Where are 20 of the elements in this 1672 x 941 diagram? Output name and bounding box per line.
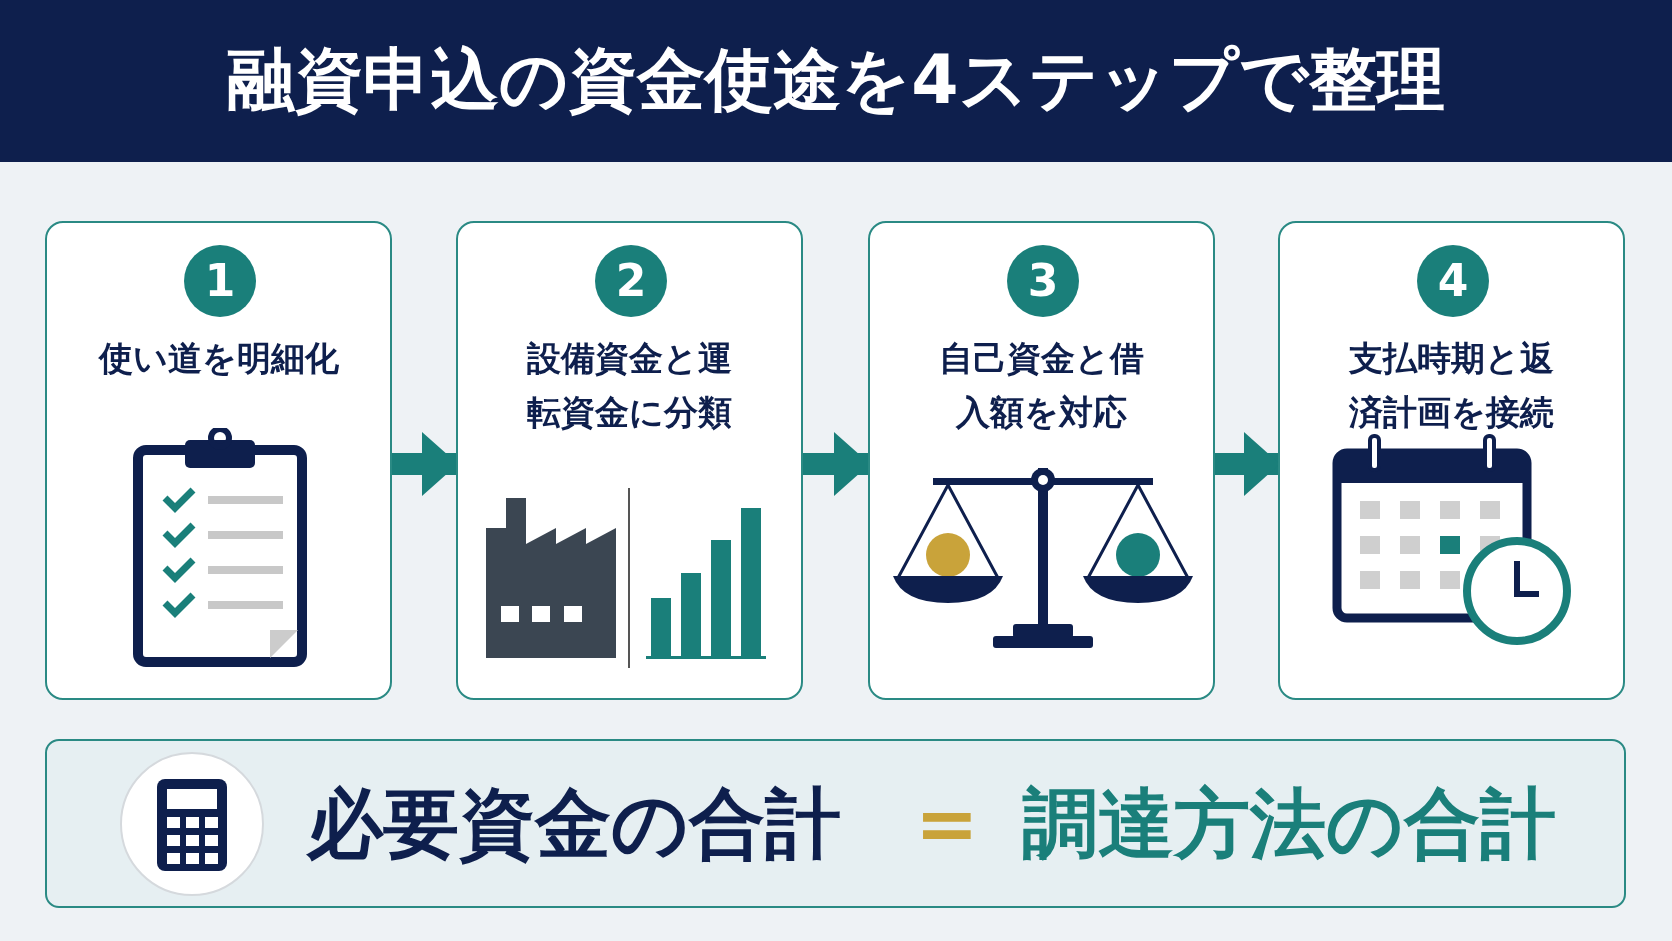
step-number: 1: [184, 245, 256, 317]
step-label: 設備資金と運転資金に分類: [526, 337, 733, 434]
step-number: 4: [1417, 245, 1489, 317]
step-label: 使い道を明細化: [97, 337, 340, 380]
equals-sign: =: [915, 781, 979, 867]
arrow: [392, 432, 458, 496]
title: 融資申込の資金使途を4ステップで整理: [226, 40, 1446, 120]
step-label: 自己資金と借入額を対応: [938, 337, 1145, 434]
step-card: [1278, 221, 1625, 700]
step-number: 3: [1007, 245, 1079, 317]
arrow: [803, 432, 870, 496]
step-number: 2: [595, 245, 667, 317]
step-card: [45, 221, 392, 700]
required-total-text: 必要資金の合計: [307, 781, 841, 867]
step-label: 支払時期と返済計画を接続: [1348, 337, 1555, 434]
step-card: [456, 221, 803, 700]
step-card: [868, 221, 1215, 700]
funding-total-text: 調達方法の合計: [1022, 781, 1556, 867]
summary-panel: [45, 739, 1626, 908]
arrow: [1215, 432, 1280, 496]
